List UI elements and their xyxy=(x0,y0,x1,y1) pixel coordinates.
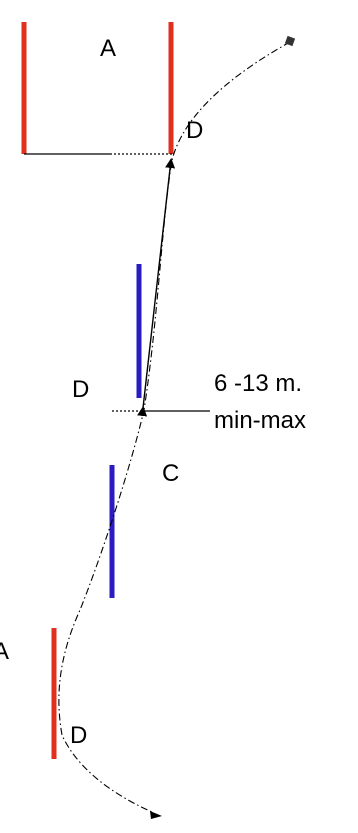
label-c: C xyxy=(162,460,179,487)
trajectory-path xyxy=(58,41,291,813)
label-a-top: A xyxy=(100,35,116,62)
label-d-top: D xyxy=(186,117,203,144)
label-distance: 6 -13 m. xyxy=(214,370,302,397)
trajectory-end-arrow xyxy=(150,811,162,819)
label-d-bottom: D xyxy=(70,722,87,749)
trajectory-start-marker xyxy=(284,35,296,47)
label-d-mid: D xyxy=(72,376,89,403)
label-a-bottom: A xyxy=(0,638,9,665)
distance-arrow xyxy=(137,158,176,417)
label-minmax: min-max xyxy=(214,407,306,434)
